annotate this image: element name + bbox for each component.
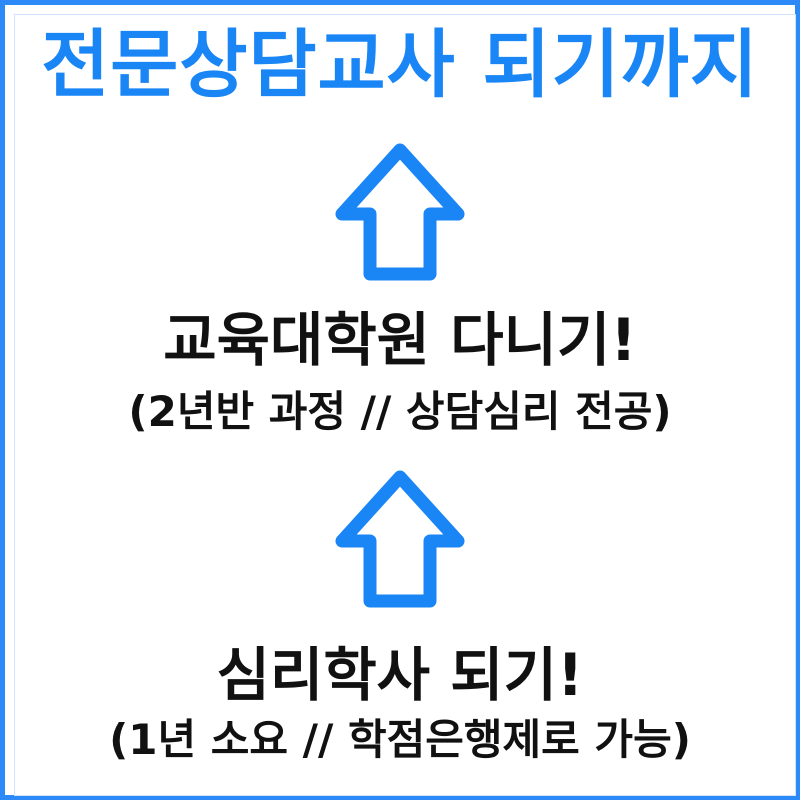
- up-arrow-icon: [335, 470, 465, 608]
- inner-border: [14, 14, 796, 796]
- step-detail-psychology-degree: (1년 소요 // 학점은행제로 가능): [109, 715, 691, 764]
- step-detail-graduate-school: (2년반 과정 // 상담심리 전공): [128, 387, 672, 436]
- page-title: 전문상담교사 되기까지: [41, 22, 759, 108]
- up-arrow-icon: [335, 143, 465, 281]
- step-heading-psychology-degree: 심리학사 되기!: [216, 641, 584, 709]
- step-heading-graduate-school: 교육대학원 다니기!: [163, 306, 637, 374]
